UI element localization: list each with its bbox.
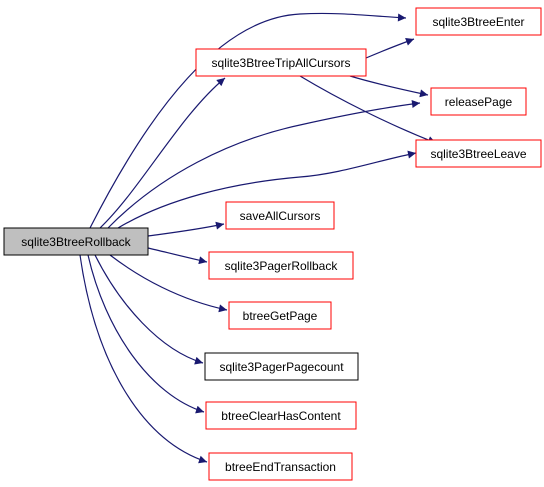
node-label-btreegetpage: btreeGetPage	[243, 309, 318, 323]
edge-rollback-to-leave	[117, 150, 417, 229]
node-label-btreeendtransaction: btreeEndTransaction	[225, 460, 336, 474]
node-releasepage[interactable]: releasePage	[430, 87, 527, 116]
edge-rollback-to-tripallcursors	[99, 77, 226, 229]
nodes: sqlite3BtreeRollback sqlite3BtreeEnter s…	[3, 7, 542, 481]
edge-rollback-to-endtransaction	[79, 254, 208, 464]
node-label-sqlite3pagerrollback: sqlite3PagerRollback	[225, 259, 339, 273]
node-btreegetpage[interactable]: btreeGetPage	[228, 301, 332, 330]
node-label-sqlite3btreeleave: sqlite3BtreeLeave	[430, 147, 526, 161]
node-btreeclearhascontent[interactable]: btreeClearHasContent	[205, 401, 357, 430]
node-label-saveallcursors: saveAllCursors	[240, 209, 321, 223]
edge-rollback-to-clearhascontent	[87, 254, 205, 414]
edge-rollback-to-pagerpagecount	[94, 254, 204, 365]
edge-rollback-to-enter	[89, 12, 407, 229]
node-sqlite3btreeleave[interactable]: sqlite3BtreeLeave	[415, 139, 542, 168]
node-label-btreeclearhascontent: btreeClearHasContent	[221, 409, 341, 423]
node-sqlite3pagerrollback[interactable]: sqlite3PagerRollback	[208, 251, 354, 280]
edge-rollback-to-pagerrollback	[147, 247, 208, 265]
node-sqlite3pagerpagecount[interactable]: sqlite3PagerPagecount	[204, 352, 359, 381]
node-sqlite3btreetripallcursors[interactable]: sqlite3BtreeTripAllCursors	[195, 48, 367, 77]
edge-tripallcursors-to-releasepage	[349, 75, 429, 98]
edge-rollback-to-saveallcursors	[147, 221, 225, 237]
edge-tripallcursors-to-leave	[299, 75, 437, 144]
edges	[79, 12, 437, 464]
node-label-sqlite3btreerollback: sqlite3BtreeRollback	[21, 235, 131, 249]
node-sqlite3btreeenter[interactable]: sqlite3BtreeEnter	[415, 7, 542, 36]
node-label-sqlite3btreetripallcursors: sqlite3BtreeTripAllCursors	[212, 56, 351, 70]
node-sqlite3btreerollback[interactable]: sqlite3BtreeRollback	[3, 227, 149, 256]
edge-rollback-to-releasepage	[107, 100, 421, 229]
node-saveallcursors[interactable]: saveAllCursors	[225, 201, 335, 230]
node-label-sqlite3pagerpagecount: sqlite3PagerPagecount	[219, 360, 344, 374]
node-btreeendtransaction[interactable]: btreeEndTransaction	[208, 452, 353, 481]
node-label-releasepage: releasePage	[445, 95, 513, 109]
edge-rollback-to-btreegetpage	[109, 254, 228, 313]
edge-tripallcursors-to-enter	[365, 38, 415, 59]
node-label-sqlite3btreeenter: sqlite3BtreeEnter	[432, 15, 524, 29]
